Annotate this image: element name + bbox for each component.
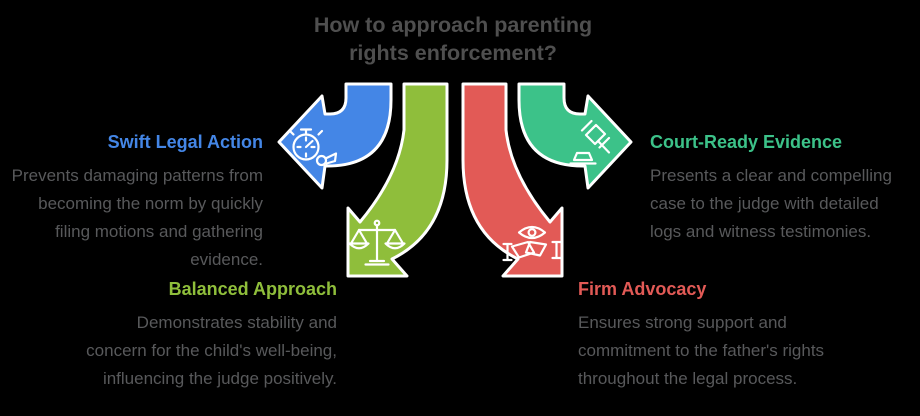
section-description: Presents a clear and compelling case to … bbox=[650, 166, 892, 241]
section-heading: Balanced Approach bbox=[168, 279, 337, 299]
eye-handshake-icon bbox=[502, 225, 562, 262]
section-court-ready-evidence: Court-Ready Evidence Presents a clear an… bbox=[650, 131, 898, 246]
section-heading: Swift Legal Action bbox=[107, 132, 263, 152]
section-heading: Firm Advocacy bbox=[578, 279, 707, 299]
swift-legal-action-arrow bbox=[277, 82, 393, 190]
section-description: Demonstrates stability and concern for t… bbox=[86, 313, 337, 388]
court-ready-evidence-arrow bbox=[517, 82, 633, 190]
section-heading: Court-Ready Evidence bbox=[650, 132, 843, 152]
page-title: How to approach parenting rights enforce… bbox=[313, 13, 593, 65]
scales-of-justice-icon bbox=[348, 219, 406, 266]
section-description: Ensures strong support and commitment to… bbox=[578, 313, 825, 388]
stopwatch-whistle-icon bbox=[288, 128, 338, 167]
gavel-icon bbox=[569, 119, 611, 165]
section-firm-advocacy: Firm Advocacy Ensures strong support and… bbox=[578, 278, 828, 393]
section-description: Prevents damaging patterns from becoming… bbox=[11, 166, 263, 269]
section-balanced-approach: Balanced Approach Demonstrates stability… bbox=[79, 278, 337, 393]
section-swift-legal-action: Swift Legal Action Prevents damaging pat… bbox=[7, 131, 263, 274]
balanced-approach-arrow bbox=[346, 82, 449, 278]
